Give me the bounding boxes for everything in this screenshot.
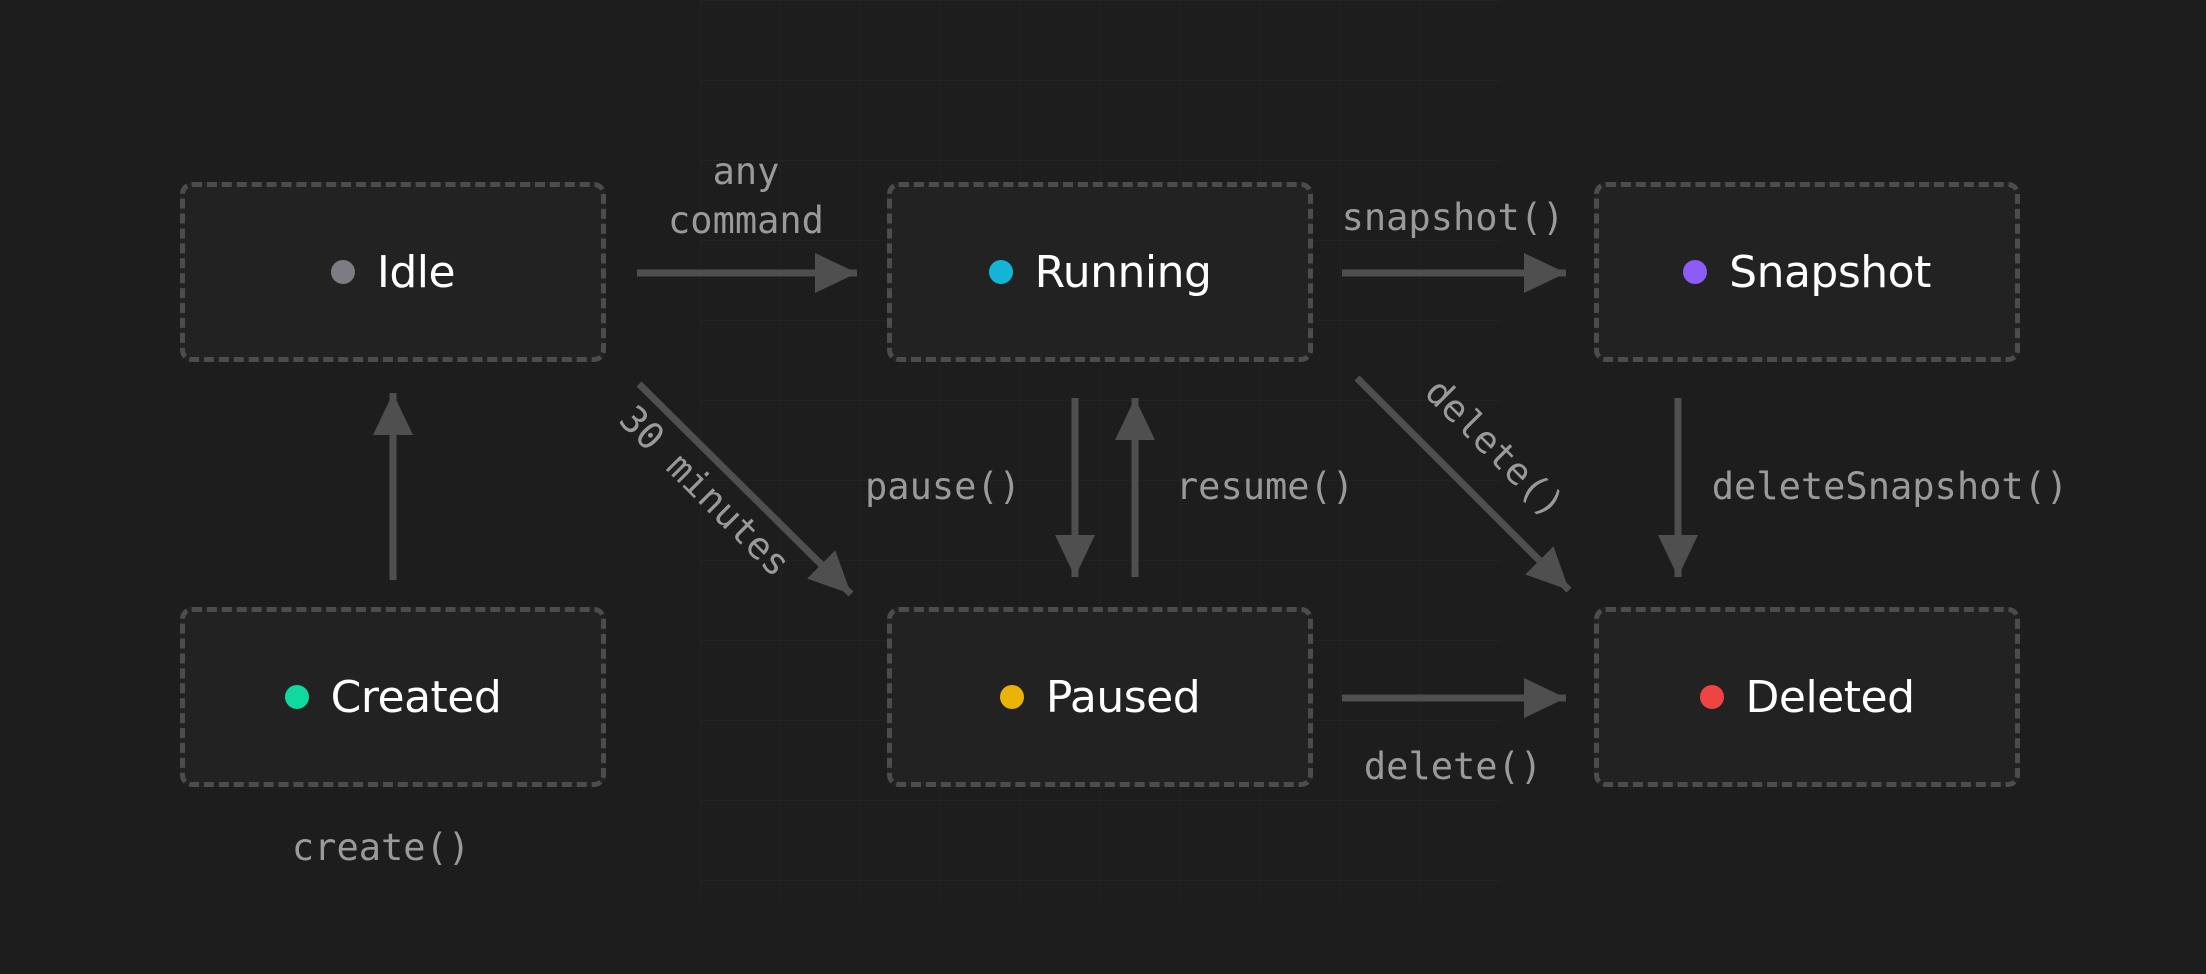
label-create-call: create() bbox=[292, 826, 470, 869]
state-deleted: Deleted bbox=[1594, 607, 2020, 787]
snapshot-status-dot bbox=[1683, 260, 1708, 284]
label-delete-from-running: delete() bbox=[1417, 370, 1573, 526]
running-status-dot bbox=[988, 260, 1013, 284]
arrow-idle-to-paused bbox=[636, 381, 854, 597]
idle-status-dot bbox=[330, 260, 355, 284]
created-status-dot bbox=[284, 685, 309, 709]
label-30-minutes: 30 minutes bbox=[611, 397, 799, 585]
state-snapshot-label: Snapshot bbox=[1729, 246, 1931, 298]
state-idle-label: Idle bbox=[376, 246, 456, 298]
label-delete-from-paused: delete() bbox=[1364, 745, 1542, 788]
state-paused: Paused bbox=[887, 607, 1313, 787]
label-any-command-line2: command bbox=[668, 199, 824, 242]
state-paused-label: Paused bbox=[1045, 671, 1201, 723]
state-created-label: Created bbox=[330, 671, 502, 723]
state-running-label: Running bbox=[1034, 246, 1212, 298]
paused-status-dot bbox=[999, 685, 1024, 709]
label-snapshot-call: snapshot() bbox=[1342, 196, 1565, 239]
arrow-running-to-deleted bbox=[1354, 375, 1572, 593]
state-idle: Idle bbox=[180, 182, 606, 362]
label-resume-call: resume() bbox=[1176, 465, 1354, 508]
deleted-status-dot bbox=[1699, 685, 1724, 709]
label-pause-call: pause() bbox=[865, 465, 1021, 508]
state-running: Running bbox=[887, 182, 1313, 362]
state-snapshot: Snapshot bbox=[1594, 182, 2020, 362]
label-delete-snapshot-call: deleteSnapshot() bbox=[1712, 465, 2068, 508]
state-deleted-label: Deleted bbox=[1745, 671, 1916, 723]
label-any-command-line1: any bbox=[713, 150, 780, 193]
state-created: Created bbox=[180, 607, 606, 787]
